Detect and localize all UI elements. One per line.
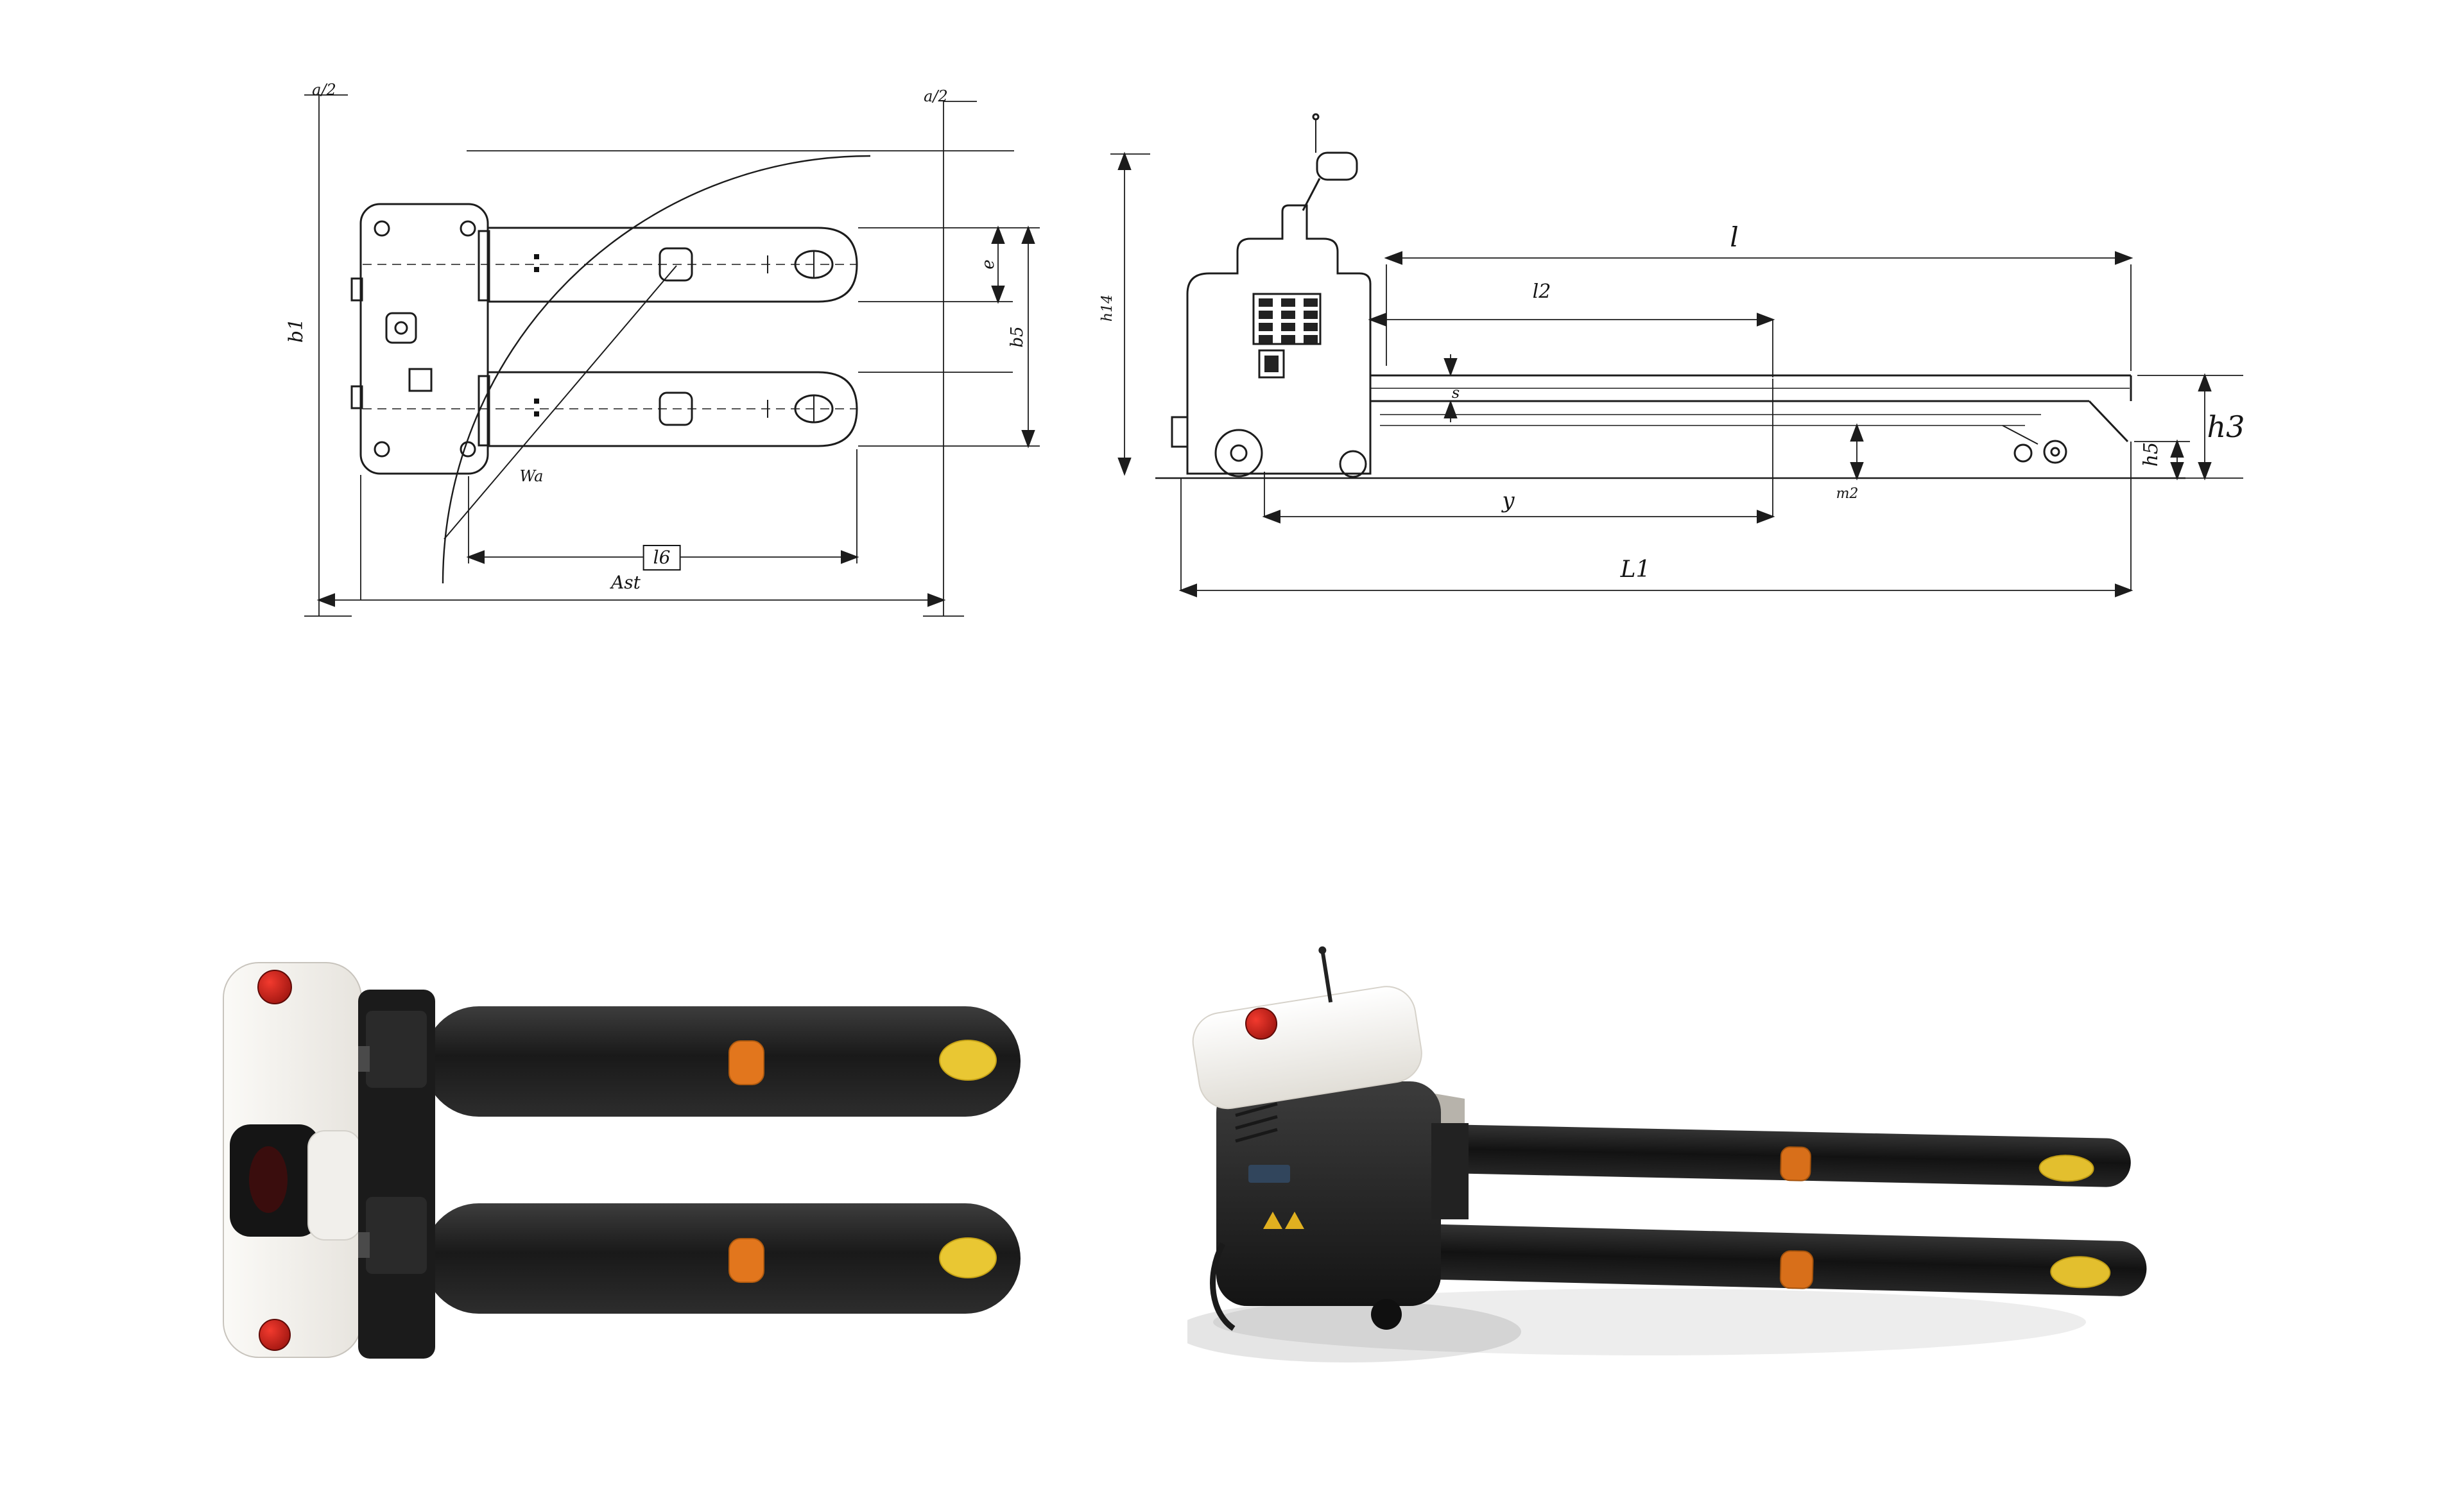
dim-label-h3: h3 — [2207, 409, 2245, 444]
dim-label-wa: Wa — [519, 467, 544, 485]
render-side-chassis — [1210, 1081, 1469, 1331]
dim-label-m2: m2 — [1836, 486, 1859, 502]
render-top-orange-button-2 — [728, 1238, 764, 1283]
render-side-fork-far — [1440, 1124, 2131, 1187]
dim-label-s: s — [1451, 384, 1460, 402]
render-top-mast — [358, 990, 435, 1359]
render-top-orange-button-1 — [728, 1040, 764, 1085]
dim-label-h5: h5 — [2140, 442, 2162, 467]
render-top-tiller-cover — [307, 1130, 361, 1241]
render-top-forks — [424, 1006, 1021, 1314]
render-side-view — [1187, 946, 2147, 1362]
dim-label-b1: b1 — [285, 318, 307, 343]
render-top-yellow-oval-1 — [939, 1040, 997, 1081]
top-view-detail-dots — [534, 254, 539, 417]
dim-label-a2-left: a/2 — [312, 81, 336, 99]
antenna — [1320, 952, 1333, 1003]
dim-label-a2-right: a/2 — [924, 87, 948, 105]
render-top-view — [223, 962, 1021, 1359]
dim-label-b5: b5 — [1008, 326, 1027, 348]
render-top-red-knob-bottom — [259, 1319, 291, 1351]
top-view-truck-outline — [350, 203, 858, 475]
dim-label-l: l — [1730, 221, 1739, 253]
top-view-dimension-lines — [304, 94, 1040, 617]
dim-label-l2: l2 — [1532, 280, 1551, 303]
dim-label-y: y — [1502, 488, 1515, 513]
side-view-truck-outline — [1155, 113, 2185, 479]
render-side-cover — [1192, 946, 1422, 1110]
dim-label-ast: Ast — [611, 572, 641, 593]
dim-label-l6: l6 — [642, 545, 681, 571]
render-top-tiller-glow — [249, 1146, 288, 1213]
side-view-control-panel — [1259, 298, 1318, 372]
render-side-fork-near — [1386, 1223, 2147, 1296]
dim-label-L1: L1 — [1620, 556, 1651, 583]
dim-label-e: e — [979, 259, 998, 270]
render-top-yellow-oval-2 — [939, 1237, 997, 1278]
render-top-red-knob-top — [257, 970, 292, 1004]
side-view-dimension-lines — [1110, 151, 2243, 597]
top-view-drawing — [304, 94, 1040, 617]
dim-label-h14: h14 — [1099, 294, 1116, 322]
side-view-drawing — [1110, 113, 2243, 597]
render-side-shadow — [1187, 1289, 2086, 1362]
emergency-stop-button — [1245, 1007, 1278, 1040]
